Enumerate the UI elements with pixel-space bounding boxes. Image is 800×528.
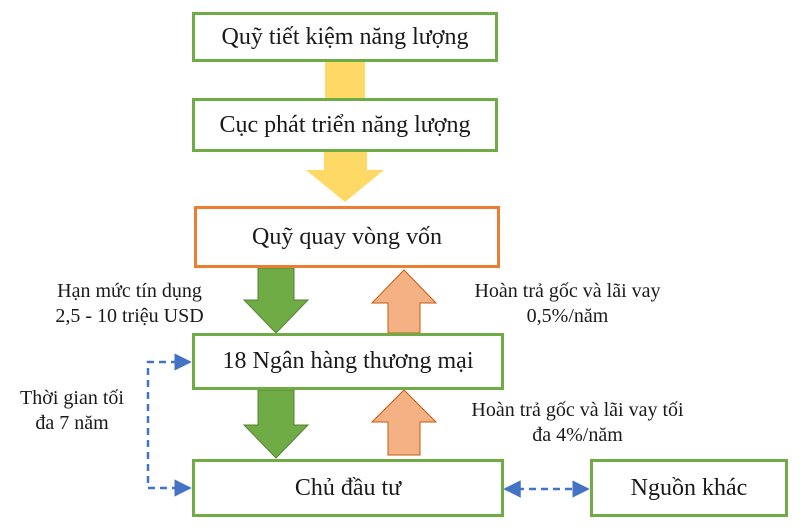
box-other-sources-label: Nguồn khác [630, 474, 748, 501]
green-down-arrow-loan [242, 389, 310, 459]
salmon-up-arrow-repay-fund [370, 269, 438, 334]
box-energy-development-department: Cục phát triển năng lượng [192, 98, 498, 152]
box-energy-development-department-label: Cục phát triển năng lượng [219, 111, 471, 138]
box-commercial-banks-label: 18 Ngân hàng thương mại [222, 348, 474, 374]
box-investor-label: Chủ đầu tư [294, 474, 402, 501]
repay-bank-line2: đa 4%/năm [532, 424, 623, 446]
repay-fund-line1: Hoàn trả gốc và lãi vay [474, 280, 661, 302]
repay-bank-label: Hoàn trả gốc và lãi vay tối đa 4%/năm [440, 398, 715, 448]
credit-limit-line2: 2,5 - 10 triệu USD [55, 305, 204, 327]
box-revolving-fund-label: Quỹ quay vòng vốn [252, 223, 442, 250]
box-revolving-fund: Quỹ quay vòng vốn [194, 206, 500, 268]
box-other-sources: Nguồn khác [590, 459, 788, 517]
credit-limit-label: Hạn mức tín dụng 2,5 - 10 triệu USD [22, 279, 237, 329]
yellow-connector [325, 60, 365, 98]
box-investor: Chủ đầu tư [192, 459, 504, 517]
repay-fund-label: Hoàn trả gốc và lãi vay 0,5%/năm [440, 279, 695, 329]
box-energy-saving-fund: Quỹ tiết kiệm năng lượng [192, 12, 498, 62]
yellow-down-arrow [306, 152, 384, 202]
green-down-arrow-credit [242, 267, 310, 334]
box-commercial-banks: 18 Ngân hàng thương mại [192, 333, 504, 390]
term-dashed-connector [146, 353, 192, 497]
term-line1: Thời gian tối [20, 387, 124, 409]
term-line2: đa 7 năm [35, 412, 109, 434]
repay-fund-line2: 0,5%/năm [526, 305, 609, 327]
term-label: Thời gian tối đa 7 năm [8, 386, 136, 436]
repay-bank-line1: Hoàn trả gốc và lãi vay tối [471, 399, 684, 421]
box-energy-saving-fund-label: Quỹ tiết kiệm năng lượng [221, 23, 469, 50]
salmon-up-arrow-repay-bank [370, 389, 438, 456]
credit-limit-line1: Hạn mức tín dụng [57, 280, 202, 302]
